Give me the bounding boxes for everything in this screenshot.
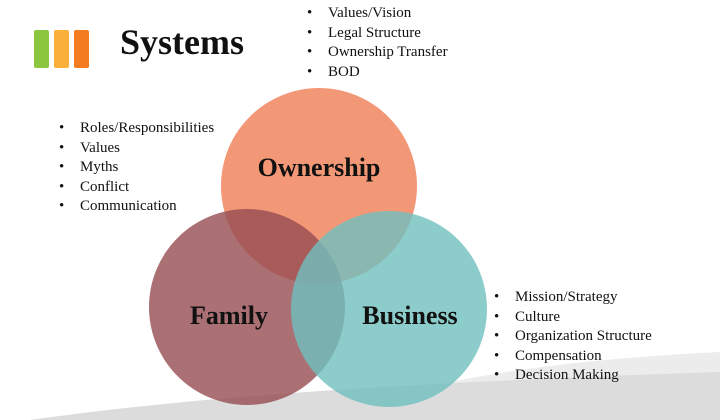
- list-item: Decision Making: [492, 366, 652, 386]
- list-item: Values: [57, 139, 214, 159]
- list-item: Organization Structure: [492, 327, 652, 347]
- circle-label-business: Business: [362, 301, 457, 330]
- list-item: Culture: [492, 308, 652, 328]
- ownership-list: Values/Vision Legal Structure Ownership …: [305, 4, 448, 82]
- list-item: Values/Vision: [305, 4, 448, 24]
- list-item: Compensation: [492, 347, 652, 367]
- circle-label-ownership: Ownership: [258, 153, 381, 182]
- list-item: BOD: [305, 63, 448, 83]
- list-item: Legal Structure: [305, 24, 448, 44]
- logo-bar-green: [34, 30, 49, 68]
- list-item: Conflict: [57, 178, 214, 198]
- page-title: Systems: [120, 22, 244, 62]
- logo-bar-yellow: [54, 30, 69, 68]
- list-item: Roles/Responsibilities: [57, 119, 214, 139]
- family-list: Roles/Responsibilities Values Myths Conf…: [57, 119, 214, 217]
- logo: [34, 30, 94, 68]
- circle-business: [291, 211, 487, 407]
- list-item: Ownership Transfer: [305, 43, 448, 63]
- logo-bar-orange: [74, 30, 89, 68]
- list-item: Myths: [57, 158, 214, 178]
- business-list: Mission/Strategy Culture Organization St…: [492, 288, 652, 386]
- list-item: Mission/Strategy: [492, 288, 652, 308]
- list-item: Communication: [57, 197, 214, 217]
- circle-family: [149, 209, 345, 405]
- circle-label-family: Family: [190, 301, 268, 330]
